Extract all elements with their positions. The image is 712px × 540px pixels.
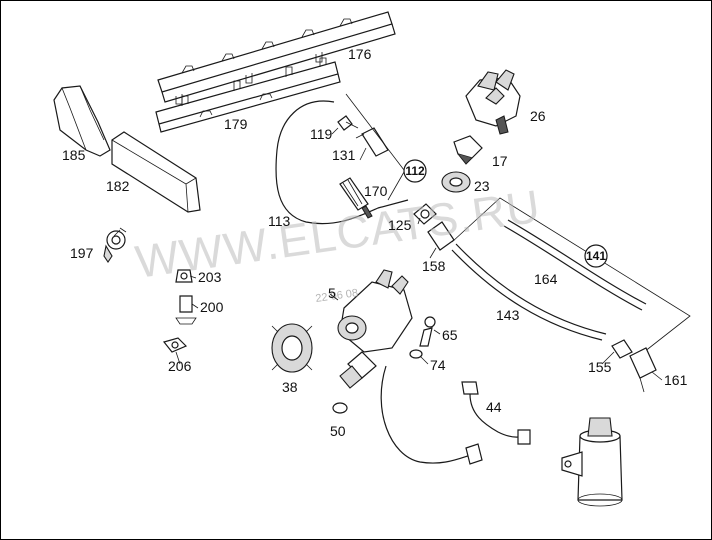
label-141: 141: [586, 249, 606, 263]
distributor-5[interactable]: [337, 269, 413, 389]
label-113: 113: [268, 213, 291, 229]
label-158: 158: [422, 258, 446, 274]
label-164: 164: [534, 271, 558, 287]
document-number: 22 06 08: [315, 287, 359, 305]
oring-50[interactable]: [332, 402, 348, 414]
label-17: 17: [492, 153, 508, 169]
ignition-coil[interactable]: [561, 417, 623, 507]
label-50: 50: [330, 423, 346, 439]
cable-113[interactable]: [275, 100, 409, 225]
label-185: 185: [62, 147, 86, 163]
rail-179[interactable]: [155, 57, 341, 133]
rotor-38[interactable]: [271, 323, 313, 373]
label-182: 182: [106, 178, 130, 194]
label-23: 23: [474, 178, 490, 194]
distributor-lead[interactable]: [380, 365, 475, 464]
label-65: 65: [442, 327, 458, 343]
rotor-17[interactable]: [453, 135, 483, 165]
bolt-65[interactable]: [419, 316, 436, 347]
clip-203[interactable]: [175, 269, 193, 283]
label-170: 170: [364, 183, 388, 199]
label-74: 74: [430, 357, 446, 373]
label-155: 155: [588, 359, 612, 375]
washer-74[interactable]: [409, 349, 423, 359]
label-203: 203: [198, 269, 222, 285]
callout-141[interactable]: 141: [451, 197, 691, 353]
label-143: 143: [496, 307, 520, 323]
label-131: 131: [332, 147, 356, 163]
rail-176[interactable]: [157, 11, 396, 105]
washer-23[interactable]: [441, 171, 471, 193]
callout-112[interactable]: 112: [345, 93, 427, 201]
clip-197[interactable]: [103, 227, 127, 263]
label-206: 206: [168, 358, 192, 374]
spark-plug-170[interactable]: [339, 177, 373, 219]
clip-200[interactable]: [175, 295, 197, 325]
label-161: 161: [664, 372, 688, 388]
part-131[interactable]: [355, 127, 389, 157]
label-112: 112: [405, 164, 425, 178]
label-38: 38: [282, 379, 298, 395]
part-155[interactable]: [611, 339, 633, 359]
hose-143[interactable]: [455, 243, 607, 335]
label-44: 44: [486, 399, 502, 415]
label-176: 176: [348, 46, 372, 62]
label-179: 179: [224, 116, 248, 132]
label-125: 125: [388, 217, 412, 233]
leader-lines: [113, 127, 663, 381]
clip-206[interactable]: [162, 337, 188, 353]
cover-185[interactable]: [53, 85, 111, 157]
hose-164[interactable]: [507, 219, 647, 305]
label-5: 5: [328, 285, 336, 301]
label-197: 197: [70, 245, 94, 261]
part-119[interactable]: [337, 115, 359, 131]
part-161[interactable]: [629, 347, 657, 393]
label-119: 119: [310, 126, 333, 142]
cover-182[interactable]: [111, 131, 201, 213]
sensor-44[interactable]: [461, 381, 531, 445]
label-200: 200: [200, 299, 224, 315]
distributor-cap-26[interactable]: [465, 69, 521, 135]
label-26: 26: [530, 108, 546, 124]
